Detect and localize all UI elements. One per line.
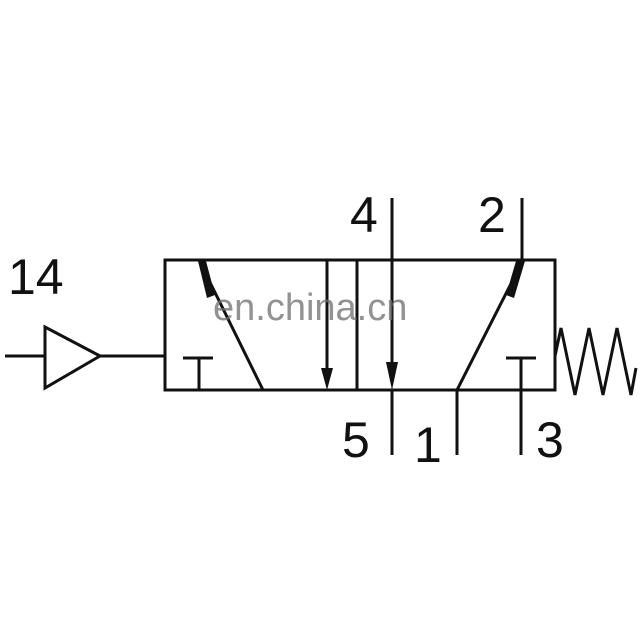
port-label-14: 14 [8,249,64,305]
arrowhead-port4-down [386,362,398,390]
port-label-5: 5 [342,412,370,468]
port-label-2: 2 [478,187,506,243]
arrowhead-right-diagonal [506,261,525,298]
port-label-3: 3 [536,412,564,468]
arrowhead-left-down [321,368,333,390]
spring-return-icon [553,327,638,396]
watermark: en.china.cn [213,287,408,329]
arrowhead-left-diagonal [198,261,215,298]
port-label-4: 4 [350,187,378,243]
port-label-1: 1 [414,417,442,473]
pilot-triangle-icon [43,324,104,391]
